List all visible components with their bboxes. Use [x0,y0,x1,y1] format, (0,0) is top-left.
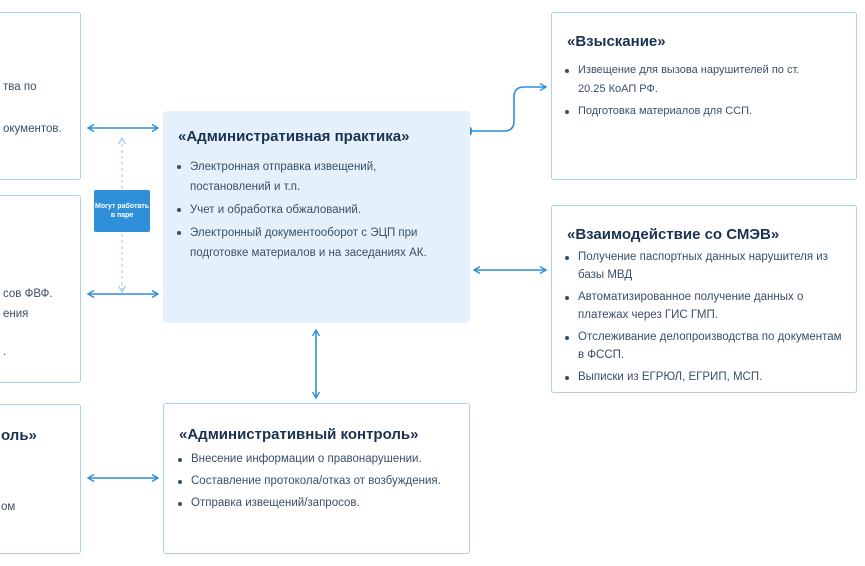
list-item: Электронная отправка извещений, постанов… [176,157,441,197]
smev-box: «Взаимодействие со СМЭВ» Получение паспо… [551,205,857,393]
list-item: Извещение для вызова нарушителей по ст. … [564,61,809,99]
list-item: Отслеживание делопроизводства по докумен… [564,328,849,364]
list-item: Электронный документооборот с ЭЦП при по… [176,223,441,263]
left-mid-fragment-3: . [3,346,7,358]
list-item: Выписки из ЕГРЮЛ, ЕГРИП, МСП. [564,368,849,386]
left-bottom-title-fragment: оль» [1,427,37,444]
left-top-fragment-2: окументов. [3,123,62,135]
admin-practice-box: «Административная практика» Электронная … [163,111,470,323]
recovery-list: Извещение для вызова нарушителей по ст. … [564,61,809,124]
pair-badge-label: Могут работать в паре [94,203,150,219]
left-mid-fragment-2: ения [3,308,29,320]
left-top-box: тва по окументов. [0,12,81,180]
list-item: Подготовка материалов для ССП. [564,102,809,121]
admin-control-title: «Административный контроль» [179,426,419,443]
list-item: Внесение информации о правонарушении. [177,450,462,469]
smev-title: «Взаимодействие со СМЭВ» [567,226,780,243]
list-item: Составление протокола/отказ от возбужден… [177,472,462,491]
smev-list: Получение паспортных данных нарушителя и… [564,248,849,389]
left-bottom-box: оль» ом [0,404,81,554]
left-top-fragment-1: тва по [3,81,37,93]
list-item: Автоматизированное получение данных о пл… [564,288,849,324]
pair-badge: Могут работать в паре [94,190,150,232]
list-item: Отправка извещений/запросов. [177,494,462,513]
arrow-recovery [472,87,546,132]
admin-control-list: Внесение информации о правонарушении. Со… [177,450,462,516]
left-mid-box: сов ФВФ. ения . [0,195,81,383]
left-bottom-fragment-1: ом [1,501,16,513]
list-item: Учет и обработка обжалований. [176,200,441,220]
admin-control-box: «Административный контроль» Внесение инф… [163,403,470,554]
admin-practice-title: «Административная практика» [178,128,410,145]
recovery-box: «Взыскание» Извещение для вызова нарушит… [551,12,857,180]
left-mid-fragment-1: сов ФВФ. [3,288,53,300]
list-item: Получение паспортных данных нарушителя и… [564,248,849,284]
recovery-title: «Взыскание» [567,33,666,50]
admin-practice-list: Электронная отправка извещений, постанов… [176,157,441,266]
